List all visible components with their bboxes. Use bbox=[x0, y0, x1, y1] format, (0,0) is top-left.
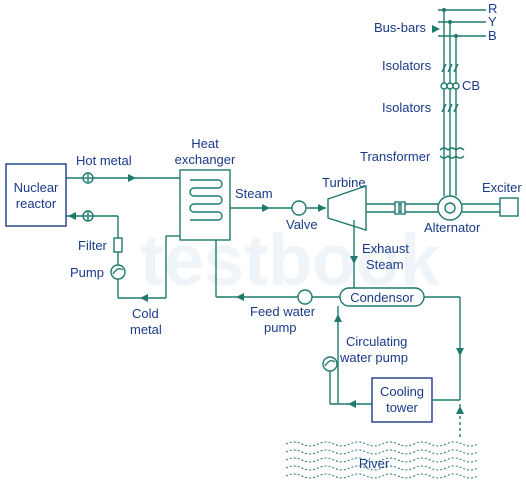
bus-bars-pointer-arrow bbox=[432, 25, 440, 33]
feed-water-pump-label-1: Feed water bbox=[250, 304, 316, 319]
cooling-tower-box bbox=[371, 377, 433, 423]
nuclear-reactor-box bbox=[5, 163, 67, 227]
hot-metal-arrow bbox=[128, 174, 136, 182]
river-wave-5 bbox=[285, 473, 479, 479]
heat-exchanger-coil bbox=[189, 179, 223, 221]
river-wave-2 bbox=[285, 449, 479, 455]
circulating-up-arrow bbox=[334, 314, 342, 322]
tower-to-pump-arrow bbox=[348, 400, 356, 408]
alternator-rotor bbox=[444, 202, 456, 214]
cb-label: CB bbox=[462, 78, 480, 93]
cooling-tower-label-1: Cooling bbox=[380, 384, 424, 399]
cooling-tower-label-2: tower bbox=[386, 400, 418, 415]
isolators-bottom-label: Isolators bbox=[382, 100, 432, 115]
pump-label: Pump bbox=[70, 265, 104, 280]
cb-contact-2 bbox=[446, 82, 454, 90]
exhaust-steam-label-1: Exhaust bbox=[362, 241, 409, 256]
isolator-top-1 bbox=[441, 63, 447, 73]
phase-b-label: B bbox=[488, 28, 497, 43]
turbine-symbol bbox=[327, 185, 367, 231]
river-wave-4 bbox=[285, 465, 479, 471]
isolator-top-3 bbox=[453, 63, 459, 73]
bus-node-b bbox=[454, 34, 458, 38]
valve-label: Valve bbox=[286, 217, 318, 232]
isolator-bottom-3 bbox=[453, 103, 459, 113]
river-wave-3 bbox=[285, 457, 479, 463]
cold-metal-label-2: metal bbox=[130, 322, 162, 337]
return-arrow-to-reactor bbox=[68, 212, 76, 220]
cb-contact-3 bbox=[452, 82, 460, 90]
condensor-label: Condensor bbox=[350, 290, 414, 305]
river-intake-arrow bbox=[456, 406, 464, 414]
turbine-inlet-arrow bbox=[318, 204, 326, 212]
coupling-left bbox=[394, 201, 400, 215]
condensor-outlet-arrow bbox=[456, 348, 464, 356]
steam-label: Steam bbox=[235, 186, 273, 201]
filter-symbol bbox=[113, 237, 123, 253]
phase-y-label: Y bbox=[488, 14, 497, 29]
circulating-pump-label-1: Circulating bbox=[346, 334, 407, 349]
circulating-pump-symbol bbox=[322, 356, 338, 372]
feed-water-pump-symbol bbox=[297, 289, 313, 305]
heat-exchanger-label-1: Heat bbox=[191, 136, 219, 151]
feed-water-arrow bbox=[236, 293, 244, 301]
cold-metal-arrow bbox=[140, 294, 148, 302]
exhaust-arrow bbox=[350, 256, 358, 264]
coupling-right bbox=[400, 201, 406, 215]
isolator-top-2 bbox=[447, 63, 453, 73]
isolators-top-label: Isolators bbox=[382, 58, 432, 73]
heat-exchanger-label-2: exchanger bbox=[175, 152, 236, 167]
exciter-box bbox=[499, 197, 519, 217]
isolator-bottom-1 bbox=[441, 103, 447, 113]
transformer-coil-upper bbox=[439, 147, 465, 151]
bus-node-y bbox=[448, 20, 452, 24]
exciter-label: Exciter bbox=[482, 180, 522, 195]
cold-metal-label-1: Cold bbox=[132, 306, 159, 321]
cb-contact-1 bbox=[440, 82, 448, 90]
nuclear-reactor-label-1: Nuclear bbox=[14, 180, 59, 195]
alternator-label: Alternator bbox=[424, 220, 481, 235]
exhaust-steam-label-2: Steam bbox=[366, 257, 404, 272]
valve-symbol bbox=[291, 200, 307, 216]
nuclear-reactor-label-2: reactor bbox=[16, 196, 57, 211]
feed-water-pump-label-2: pump bbox=[264, 320, 297, 335]
river-wave-1 bbox=[285, 441, 479, 447]
pump-symbol bbox=[110, 264, 126, 280]
steam-arrow bbox=[262, 204, 270, 212]
phase-r-label: R bbox=[488, 1, 497, 16]
river-label: River bbox=[359, 456, 390, 471]
filter-label: Filter bbox=[78, 238, 108, 253]
hot-metal-label: Hot metal bbox=[76, 153, 132, 168]
transformer-label: Transformer bbox=[360, 149, 431, 164]
bus-bars-label: Bus-bars bbox=[374, 20, 427, 35]
isolator-bottom-2 bbox=[447, 103, 453, 113]
circulating-pump-mark bbox=[324, 359, 336, 367]
transformer-coil-lower bbox=[439, 155, 465, 159]
bus-node-r bbox=[442, 8, 446, 12]
turbine-label: Turbine bbox=[322, 175, 366, 190]
pump-mark bbox=[112, 267, 124, 275]
circulating-pump-label-2: water pump bbox=[339, 350, 408, 365]
